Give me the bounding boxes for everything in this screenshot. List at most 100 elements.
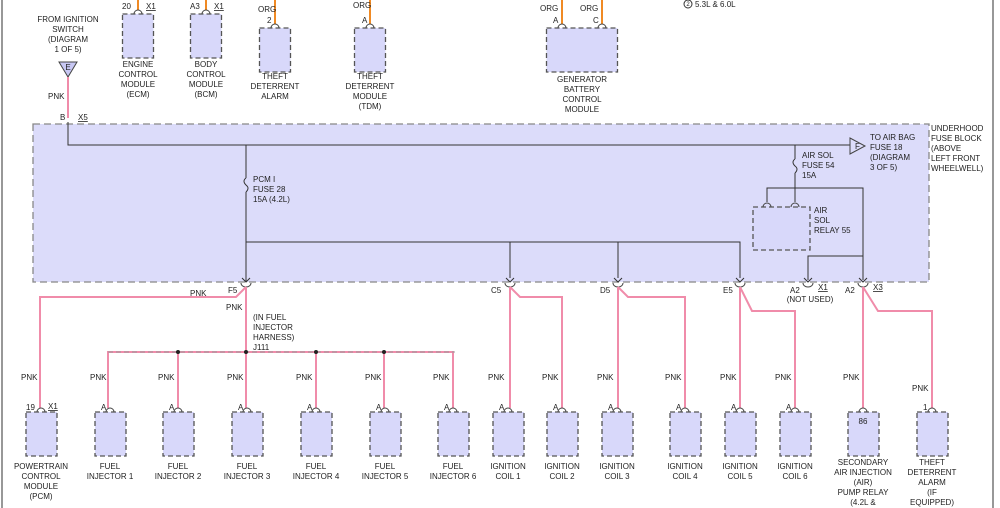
label-line: BATTERY	[564, 85, 601, 94]
output-pin-label: F5	[228, 286, 238, 295]
bottom-component-6	[437, 411, 470, 457]
pin-label: A	[101, 403, 107, 412]
pcm-fuse-icon	[243, 177, 249, 193]
label-line: IGNITION	[599, 462, 635, 471]
label-line: IGNITION	[777, 462, 813, 471]
top-component-0	[121, 13, 155, 59]
relay-pin-icons	[762, 202, 800, 208]
output-note: (NOT USED)	[787, 295, 834, 304]
label-line: (AIR)	[854, 478, 873, 487]
label-line: LEFT FRONT	[931, 154, 980, 163]
arrow-icon	[241, 277, 251, 283]
label-line: IGNITION	[667, 462, 703, 471]
label-line: FUEL	[237, 462, 258, 471]
bottom-component-4	[300, 411, 333, 457]
label-line: IGNITION	[490, 462, 526, 471]
pin-label: A	[307, 403, 313, 412]
label-line: CONTROL	[21, 472, 61, 481]
label-line: INJECTOR 2	[155, 472, 202, 481]
pnk-wire-3	[617, 286, 686, 408]
pin-label: A	[553, 403, 559, 412]
output-pin-label: A2	[845, 286, 855, 295]
bottom-component-10	[669, 411, 702, 457]
label-line: MODULE	[189, 80, 223, 89]
wire-color: PNK	[296, 373, 313, 382]
label-line: MODULE	[353, 92, 387, 101]
pin-label: A	[676, 403, 682, 412]
label-line: COIL 4	[672, 472, 698, 481]
wire-color: PNK	[597, 373, 614, 382]
pin-label: A	[731, 403, 737, 412]
wire-color: PNK	[227, 373, 244, 382]
label-line: SWITCH	[52, 25, 84, 34]
bottom-component-1	[94, 411, 127, 457]
pin-label: A	[553, 16, 559, 25]
label-line: MODULE	[565, 105, 599, 114]
relay-terminal-label: 86	[859, 417, 868, 426]
wire-color: PNK	[912, 384, 929, 393]
label-line: FUEL	[306, 462, 327, 471]
label-line: FUSE BLOCK	[931, 134, 982, 143]
bottom-component-14	[916, 411, 949, 457]
terminal-icon	[612, 407, 622, 413]
pin-label: A	[238, 403, 244, 412]
bottom-component-13	[847, 411, 880, 457]
label-line: (ECM)	[126, 90, 149, 99]
pcm-fuse-circuit	[245, 145, 741, 282]
label-line: COIL 2	[549, 472, 575, 481]
top-component-4	[545, 27, 619, 73]
terminal-icon	[597, 23, 607, 29]
label-line: INJECTOR 1	[87, 472, 134, 481]
label-line: (BCM)	[194, 90, 217, 99]
label-line: (TDM)	[359, 102, 382, 111]
terminal-icon	[240, 282, 252, 288]
terminal-icon	[448, 407, 458, 413]
wire-color: PNK	[90, 373, 107, 382]
pin-label: A	[444, 403, 450, 412]
ignition-source-marker: E	[65, 63, 70, 72]
label-line: PCM I	[253, 175, 275, 184]
splice-dot	[176, 350, 180, 354]
pin-label: A3	[190, 2, 200, 11]
label-line: EQUIPPED)	[910, 498, 954, 507]
label-line: THEFT	[357, 72, 383, 81]
pin-label: C	[593, 16, 599, 25]
label-line: PUMP RELAY	[838, 488, 889, 497]
label-line: CONTROL	[186, 70, 226, 79]
terminal-icon	[105, 407, 115, 413]
bottom-component-12	[779, 411, 812, 457]
splice-dot	[244, 350, 248, 354]
label-line: CONTROL	[562, 95, 602, 104]
wire-color: PNK	[190, 289, 207, 298]
label-line: FUEL	[100, 462, 121, 471]
label-line: (IN FUEL	[253, 313, 287, 322]
label-line: 15A (4.2L)	[253, 195, 290, 204]
label-line: INJECTOR	[253, 323, 293, 332]
terminal-icon	[201, 9, 211, 15]
terminal-icon	[504, 282, 516, 288]
ignition-pin: B	[60, 113, 65, 122]
label-line: IGNITION	[722, 462, 758, 471]
label-line: AIR SOL	[802, 151, 834, 160]
pin-label: 1	[923, 403, 928, 412]
label-line: AIR INJECTION	[834, 468, 892, 477]
pnk-wire-0	[39, 286, 247, 408]
label-line: FROM IGNITION	[37, 15, 99, 24]
pin-label: A	[376, 403, 382, 412]
output-pin-label: C5	[491, 286, 502, 295]
